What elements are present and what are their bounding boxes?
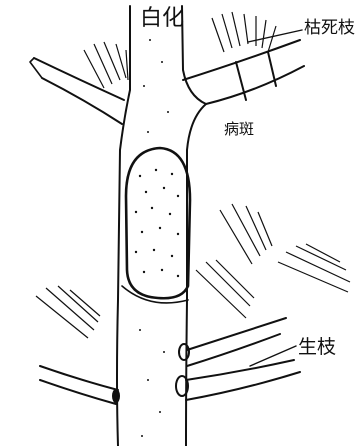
bark-texture — [139, 39, 169, 437]
live-branch-label: 生枝 — [298, 338, 336, 357]
dead-branch-left — [34, 58, 124, 124]
dead-branch — [183, 40, 304, 104]
lesion-outline — [126, 148, 190, 298]
pine-needles — [36, 12, 350, 338]
live-branch-1 — [187, 318, 286, 366]
lesion-label: 病斑 — [224, 122, 254, 137]
lesion-texture — [135, 169, 179, 277]
leader-live — [250, 346, 296, 366]
live-branch-2 — [186, 360, 300, 400]
top-label: 白化 — [140, 8, 184, 30]
lower-left-branch — [40, 366, 118, 404]
dead-branch-label: 枯死枝 — [304, 20, 355, 37]
